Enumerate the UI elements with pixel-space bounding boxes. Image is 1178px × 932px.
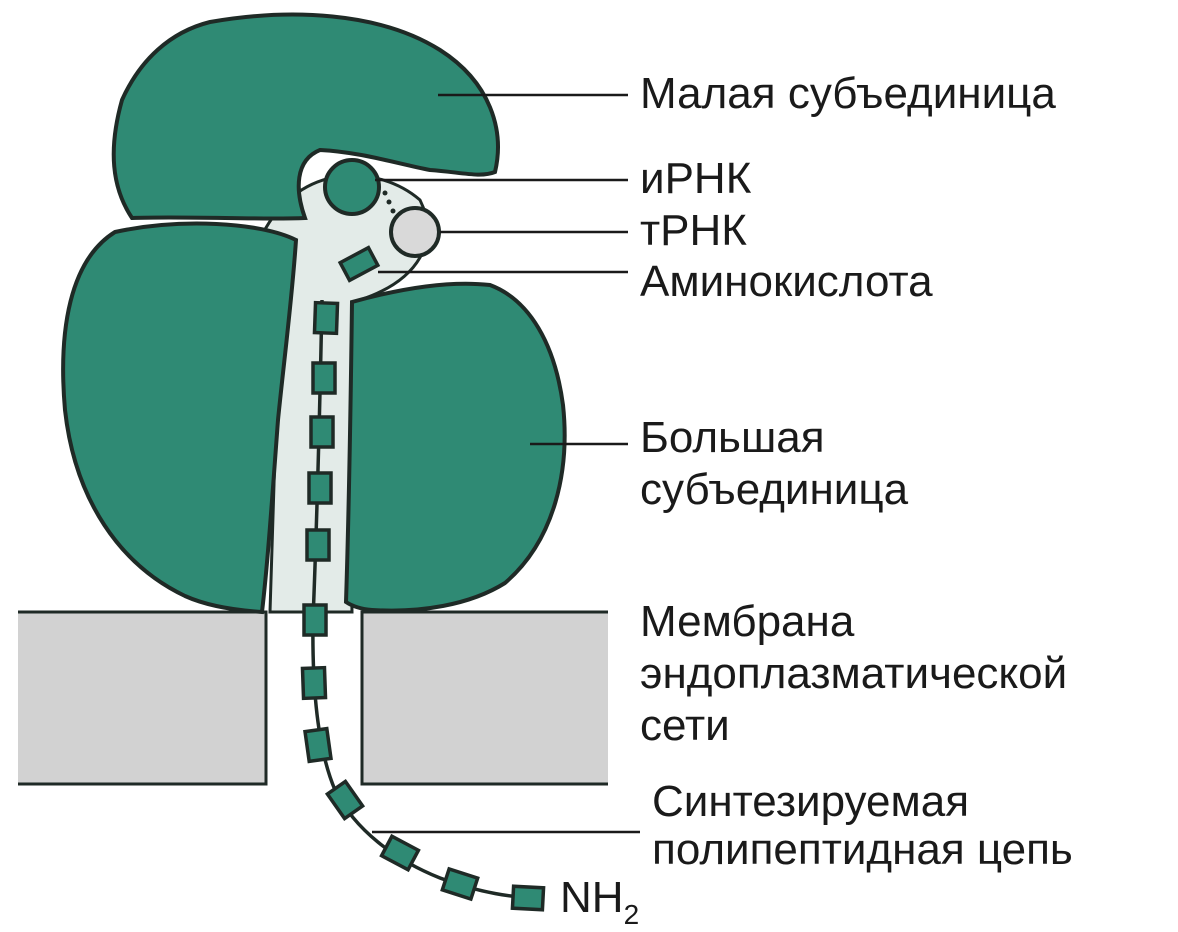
large-subunit-right-lobe xyxy=(346,284,565,611)
amino-acid-residue xyxy=(313,363,335,393)
label-membrane-line3: сети xyxy=(640,701,730,750)
amino-acid-residue xyxy=(309,473,331,503)
membrane-left-block xyxy=(18,612,266,784)
amino-acid-residue xyxy=(307,530,329,560)
trna-circle xyxy=(391,208,439,256)
nh-subscript: 2 xyxy=(624,899,640,930)
label-small-subunit: Малая субъединица xyxy=(640,69,1056,118)
label-membrane-line1: Мембрана xyxy=(640,597,855,646)
large-subunit-left-lobe xyxy=(63,224,296,612)
amino-acid-residue xyxy=(304,605,326,635)
amino-acid-residue xyxy=(302,668,325,699)
amino-acid-residue xyxy=(305,729,331,762)
label-trna: тРНК xyxy=(640,206,747,255)
label-amino-acid: Аминокислота xyxy=(640,257,933,306)
amino-acid-residue xyxy=(512,886,543,910)
label-nh2-terminus: NH2 xyxy=(560,873,639,930)
label-large-subunit-line1: Большая xyxy=(640,413,825,462)
amino-acid-residue xyxy=(314,303,337,334)
label-chain-line2: полипептидная цепь xyxy=(652,825,1073,874)
amino-acid-residue xyxy=(311,417,333,447)
label-membrane-line2: эндоплазматической xyxy=(640,649,1067,698)
mrna-circle xyxy=(325,160,379,214)
membrane-right-block xyxy=(362,612,608,784)
label-chain-line1: Синтезируемая xyxy=(652,777,969,826)
label-mrna: иРНК xyxy=(640,154,752,203)
nh-text: NH xyxy=(560,873,624,922)
label-large-subunit-line2: субъединица xyxy=(640,465,909,514)
amino-acid-residue xyxy=(442,869,477,899)
